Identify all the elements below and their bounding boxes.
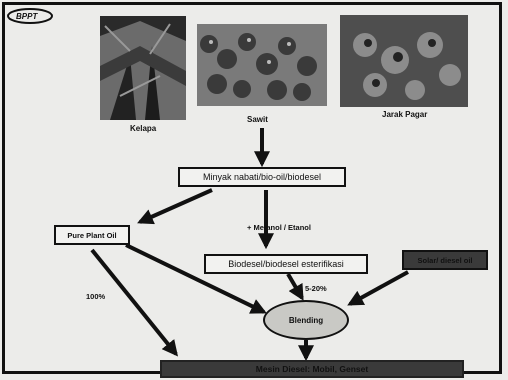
kelapa-caption: Kelapa (130, 124, 157, 133)
blending-node: Blending (263, 300, 349, 340)
biodiesel-box: Biodesel/biodesel esterifikasi (204, 254, 368, 274)
sawit-photo (197, 24, 327, 106)
arrow-solar-to-blending (347, 270, 409, 306)
kelapa-photo (100, 16, 186, 120)
pure-plant-oil-box: Pure Plant Oil (54, 225, 130, 245)
sawit-caption: Sawit (247, 115, 268, 124)
arrow-ppo-to-blending (125, 243, 267, 314)
percent-5-20-label: 5-20% (305, 284, 327, 293)
vegetable-oil-box: Minyak nabati/bio-oil/biodesel (178, 167, 346, 187)
svg-text:BPPT: BPPT (16, 12, 38, 21)
bppt-logo: BPPT (6, 6, 58, 31)
diesel-engine-box: Mesin Diesel: Mobil, Genset (160, 360, 464, 378)
arrow-ppo-to-engine (90, 248, 179, 357)
jarak-pagar-caption: Jarak Pagar (382, 110, 428, 119)
percent-100-label: 100% (86, 292, 106, 301)
jarak-pagar-photo (340, 15, 468, 107)
arrow-biodiesel-to-blending (286, 272, 304, 301)
methanol-label: + Metanol / Etanol (247, 223, 311, 232)
solar-diesel-box: Solar/ diesel oil (402, 250, 488, 270)
arrow-oil-to-ppo (137, 188, 213, 225)
